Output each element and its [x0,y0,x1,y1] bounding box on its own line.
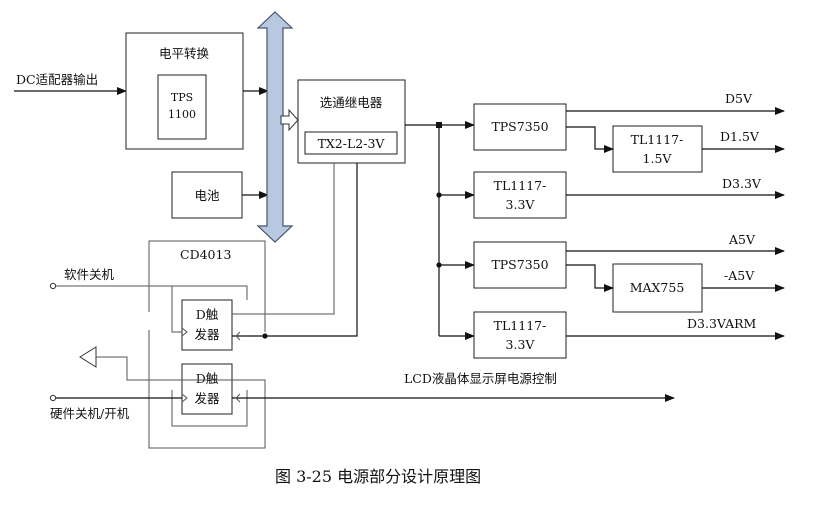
soft-off-terminal [49,282,57,290]
relay-title: 选通继电器 [320,95,383,110]
tl1117-33v-bottom-line1: TL1117- [494,318,547,333]
ff1-label-line1: D触 [196,307,219,322]
soft-off-wire [56,285,182,333]
tps1100-label-line2: 1100 [168,108,196,121]
tl1117-33v-bottom [473,311,567,359]
cd4013-outline-lower [148,330,266,449]
d-flipflop-1 [181,299,233,351]
ff2-label-line2: 发器 [194,391,220,406]
ff2-label-line1: D触 [196,371,219,386]
neg-a5v-label: -A5V [724,268,755,283]
hard-switch-label: 硬件关机/开机 [50,406,130,421]
ff1-inner-outline [171,285,248,300]
relay-part-box [304,131,398,155]
d15v-label: D1.5V [720,129,760,144]
tps1100-label-line1: TPS [171,91,193,104]
ff1-out-junction [262,333,268,339]
battery-block [171,171,243,219]
hard-switch-terminal [49,394,57,402]
cd4013-title: CD4013 [180,247,231,262]
tps-to-tl1117-15v-wire [566,126,614,153]
ff1-clock-mark [181,327,188,337]
battery-label: 电池 [194,188,220,203]
bus-to-relay-arrow [280,108,299,132]
tl1117-33v-top [473,171,567,219]
tl1117-33v-top-line2: 3.3V [506,197,536,212]
tps-to-max755-wire [566,264,614,292]
ff2-clock-mark [181,393,188,403]
ff2-out-mark [235,393,241,403]
lcd-control-label: LCD液晶体显示屏电源控制 [404,371,557,386]
tps7350-top-label: TPS7350 [491,119,548,134]
tps7350-top [473,103,567,151]
tl1117-15v-line1: TL1117- [631,132,684,147]
max755-label: MAX755 [630,280,685,295]
d-flipflop-2 [181,363,233,415]
tl1117-33v-bottom-line2: 3.3V [506,337,536,352]
relay-part-label: TX2-L2-3V [318,136,386,151]
feedback-hollow-arrow [79,346,97,368]
power-bus-arrow [256,11,294,243]
ff1-out-to-relay [232,163,358,337]
tps1100-chip [157,74,207,140]
d33v-label: D3.3V [722,176,762,191]
d5v-label: D5V [725,91,753,106]
figure-caption: 图 3-25 电源部分设计原理图 [275,467,481,486]
level-shift-title: 电平转换 [159,46,210,61]
ff2-inner-outline [171,390,248,427]
tl1117-33v-top-line1: TL1117- [494,178,547,193]
ff1-q-to-relay [232,163,335,315]
dc-adapter-label: DC适配器输出 [16,72,98,87]
tl1117-15v-line2: 1.5V [643,151,673,166]
cd4013-outline-upper [148,240,266,332]
max755 [612,263,703,313]
ff1-out-mark [235,331,241,341]
a5v-label: A5V [728,232,756,247]
tps7350-bottom [473,241,567,289]
soft-off-label: 软件关机 [64,267,115,282]
ff1-label-line2: 发器 [194,327,220,342]
feedback-wire [96,356,266,400]
d33varm-label: D3.3VARM [687,316,757,331]
tps7350-bottom-label: TPS7350 [491,257,548,272]
